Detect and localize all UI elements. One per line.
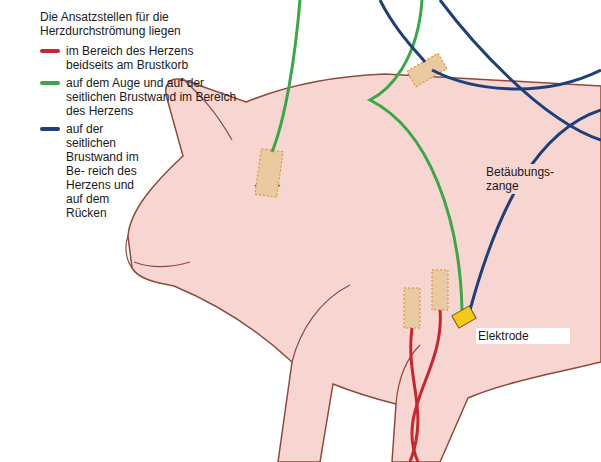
part-label: Elektrode [476,328,570,344]
legend-swatch [40,81,60,85]
pig-outline [128,74,601,462]
part-label: Betäubungs- zange [484,164,568,194]
legend-heading: Die Ansatzstellen für die Herzdurchström… [40,10,210,38]
legend-entry: im Bereich des Herzens beidseits am Brus… [40,44,240,72]
legend-entry: auf dem Auge und auf der seitlichen Brus… [40,76,240,118]
legend-text: im Bereich des Herzens beidseits am Brus… [66,44,240,72]
electrode-block [452,306,476,328]
legend-entry: auf der seitlichen Brustwand im Be- reic… [40,122,150,220]
legend-swatch [40,127,60,131]
legend-text: auf dem Auge und auf der seitlichen Brus… [66,76,240,118]
legend-text: auf der seitlichen Brustwand im Be- reic… [66,122,150,220]
legend-swatch [40,49,60,53]
